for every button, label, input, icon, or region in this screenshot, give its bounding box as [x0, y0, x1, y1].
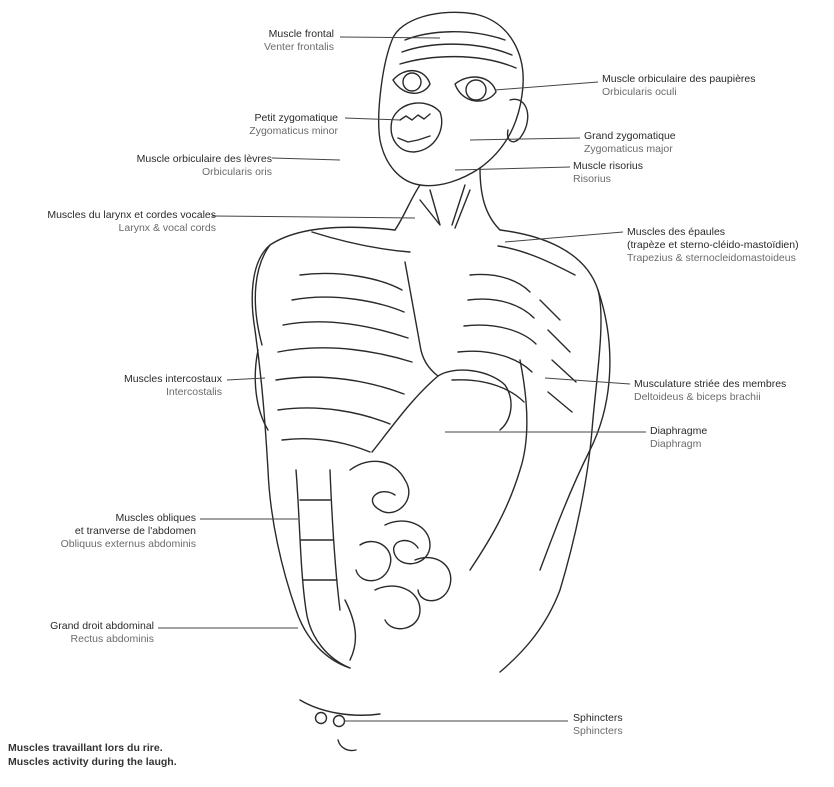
left-eye — [393, 71, 430, 94]
rib-cage-edge — [372, 370, 511, 452]
label-en: Deltoideus & biceps brachii — [634, 391, 786, 404]
label-risorius: Muscle risorius Risorius — [573, 160, 643, 186]
label-muscle-frontal: Muscle frontal Venter frontalis — [264, 28, 334, 54]
label-en: Larynx & vocal cords — [47, 222, 216, 235]
label-fr: Muscle orbiculaire des lèvres — [137, 153, 272, 166]
label-sphincters: Sphincters Sphincters — [573, 712, 623, 738]
sternum — [405, 262, 438, 376]
sphincter-left — [316, 713, 327, 724]
open-mouth — [391, 103, 442, 152]
label-fr: Musculature striée des membres — [634, 378, 786, 391]
label-fr: Muscle orbiculaire des paupières — [602, 73, 756, 86]
label-diaphragm: Diaphragme Diaphragm — [650, 425, 707, 451]
label-fr: Muscles du larynx et cordes vocales — [47, 209, 216, 222]
caption-line-fr: Muscles travaillant lors du rire. — [8, 741, 177, 755]
label-fr: Diaphragme — [650, 425, 707, 438]
torso-outline — [252, 227, 601, 672]
label-fr: Grand zygomatique — [584, 130, 676, 143]
label-zygomaticus-minor: Petit zygomatique Zygomaticus minor — [249, 112, 338, 138]
label-fr: Sphincters — [573, 712, 623, 725]
label-en: Risorius — [573, 173, 643, 186]
label-en: Venter frontalis — [264, 41, 334, 54]
label-fr: Muscles intercostaux — [124, 373, 222, 386]
label-fr-2: et tranverse de l'abdomen — [61, 525, 196, 538]
label-en: Orbicularis oculi — [602, 86, 756, 99]
label-shoulders: Muscles des épaules (trapèze et sterno-c… — [627, 226, 799, 265]
label-fr: Muscle frontal — [264, 28, 334, 41]
label-en: Zygomaticus minor — [249, 125, 338, 138]
figure-caption: Muscles travaillant lors du rire. Muscle… — [8, 741, 177, 769]
label-en: Sphincters — [573, 725, 623, 738]
label-fr-2: (trapèze et sterno-cléido-mastoïdien) — [627, 239, 799, 252]
sphincter-right — [334, 716, 345, 727]
label-fr: Muscles des épaules — [627, 226, 799, 239]
label-en: Trapezius & sternocleidomastoideus — [627, 252, 799, 265]
label-larynx: Muscles du larynx et cordes vocales Lary… — [47, 209, 216, 235]
label-intercostalis: Muscles intercostaux Intercostalis — [124, 373, 222, 399]
label-obliques: Muscles obliques et tranverse de l'abdom… — [61, 512, 196, 551]
label-fr: Grand droit abdominal — [50, 620, 154, 633]
label-fr: Muscles obliques — [61, 512, 196, 525]
label-fr: Petit zygomatique — [249, 112, 338, 125]
caption-line-en: Muscles activity during the laugh. — [8, 755, 177, 769]
label-zygomaticus-major: Grand zygomatique Zygomaticus major — [584, 130, 676, 156]
intestines — [350, 461, 451, 628]
ribs-left — [276, 273, 412, 452]
label-en: Zygomaticus major — [584, 143, 676, 156]
neck — [395, 168, 500, 230]
label-en: Rectus abdominis — [50, 633, 154, 646]
label-rectus-abdominis: Grand droit abdominal Rectus abdominis — [50, 620, 154, 646]
label-limb-muscles: Musculature striée des membres Deltoideu… — [634, 378, 786, 404]
label-en: Obliquus externus abdominis — [61, 538, 196, 551]
right-arm — [470, 290, 610, 570]
label-en: Orbicularis oris — [137, 166, 272, 179]
label-fr: Muscle risorius — [573, 160, 643, 173]
label-orbicularis-oris: Muscle orbiculaire des lèvres Orbiculari… — [137, 153, 272, 179]
label-orbicularis-oculi: Muscle orbiculaire des paupières Orbicul… — [602, 73, 756, 99]
label-en: Diaphragm — [650, 438, 707, 451]
label-en: Intercostalis — [124, 386, 222, 399]
